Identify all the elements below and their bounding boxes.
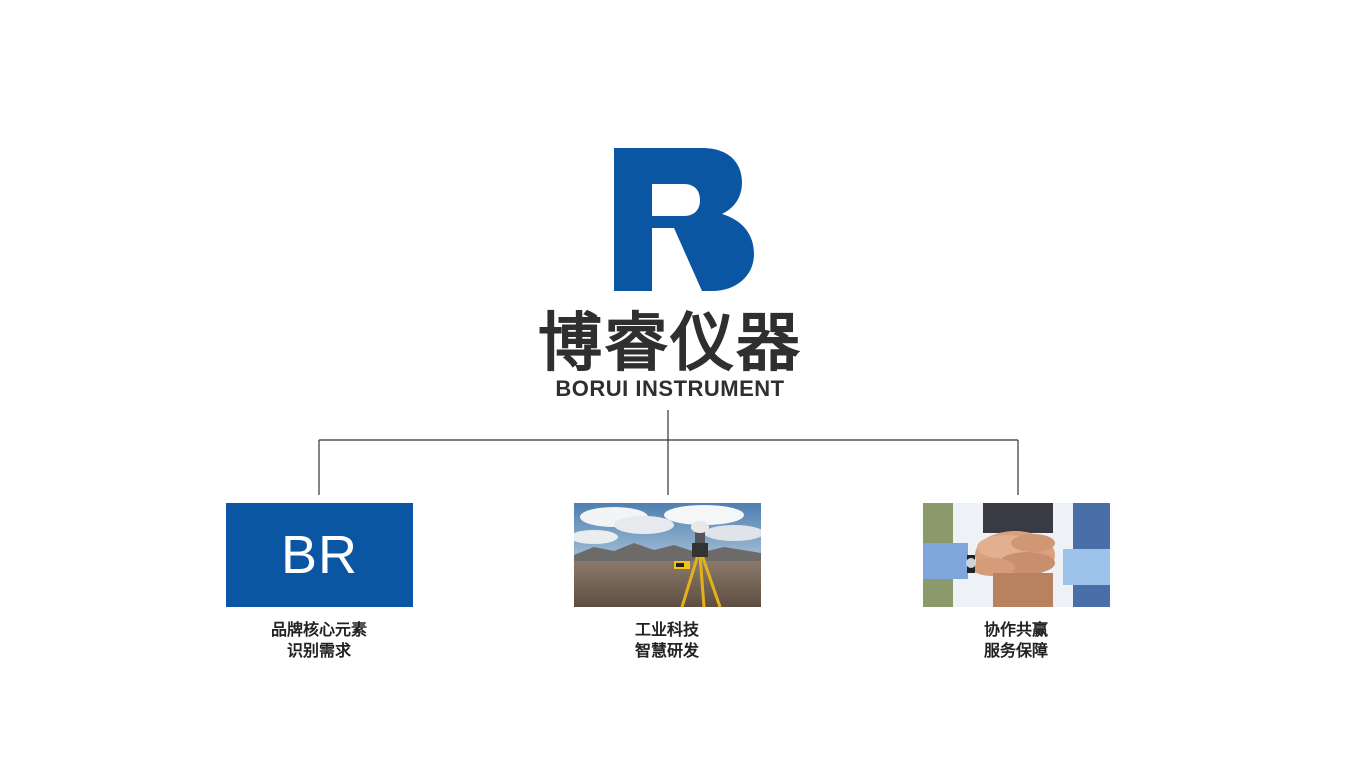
caption-3-line-2: 服务保障 <box>983 641 1048 660</box>
survey-instrument-photo <box>574 503 761 607</box>
caption-3-line-1: 协作共赢 <box>983 620 1048 639</box>
caption-collaboration: 协作共赢 服务保障 <box>916 619 1116 661</box>
brand-name-en: BORUI INSTRUMENT <box>555 376 785 401</box>
caption-1-line-2: 识别需求 <box>286 641 351 660</box>
caption-brand-elements: 品牌核心元素 识别需求 <box>219 619 419 661</box>
caption-2-line-1: 工业科技 <box>634 620 699 639</box>
logo-b-shape <box>614 148 754 291</box>
teamwork-photo-image <box>923 503 1110 607</box>
brand-name-cn: 博睿仪器 <box>538 307 802 381</box>
teamwork-hands-photo <box>923 503 1110 607</box>
br-brand-card: BR <box>226 503 413 607</box>
caption-2-line-2: 智慧研发 <box>634 641 699 660</box>
borui-logo-mark <box>614 148 754 291</box>
caption-industrial-tech: 工业科技 智慧研发 <box>567 619 767 661</box>
caption-1-line-1: 品牌核心元素 <box>270 620 367 639</box>
survey-photo-image <box>574 503 761 607</box>
br-card-text: BR <box>280 525 358 585</box>
